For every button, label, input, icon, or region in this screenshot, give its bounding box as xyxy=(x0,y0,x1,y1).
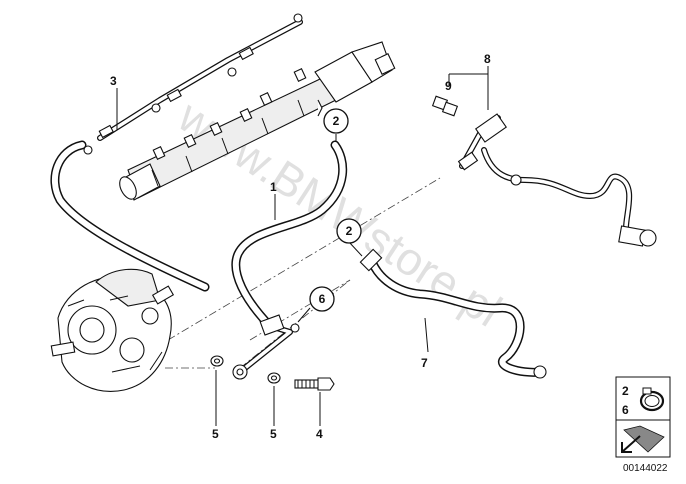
callout-6: 6 xyxy=(309,286,335,312)
leak-off-line-3 xyxy=(50,13,303,292)
callout-3: 3 xyxy=(110,74,117,88)
washer-5-right xyxy=(267,372,281,384)
callout-2-top: 2 xyxy=(323,108,349,134)
callout-1: 1 xyxy=(270,180,277,194)
high-pressure-pump xyxy=(50,268,175,392)
hollow-bolt-4 xyxy=(294,377,335,391)
callout-2-middle: 2 xyxy=(336,218,362,244)
legend-box: 2 6 xyxy=(615,376,671,458)
part-number: 00144022 xyxy=(623,463,668,474)
fitting-9 xyxy=(431,95,459,117)
callout-4: 4 xyxy=(316,427,323,441)
fuel-hose-1 xyxy=(231,140,348,380)
legend-number-2: 2 xyxy=(622,384,629,398)
fuel-rail xyxy=(119,41,396,201)
legend-number-6: 6 xyxy=(622,403,629,417)
svg-text:6: 6 xyxy=(319,292,326,306)
arrow-icon xyxy=(621,425,665,453)
callout-7: 7 xyxy=(421,356,428,370)
fuel-pipe-8 xyxy=(457,113,657,247)
svg-text:2: 2 xyxy=(346,224,353,238)
washer-5-left xyxy=(210,355,224,367)
callout-5-left: 5 xyxy=(212,427,219,441)
fuel-hose-7 xyxy=(359,248,547,379)
svg-text:2: 2 xyxy=(333,114,340,128)
rail-fittings xyxy=(152,68,307,160)
callout-8: 8 xyxy=(484,52,491,66)
leader-lines xyxy=(116,66,489,426)
hose-clamp-icon xyxy=(639,387,665,412)
callout-9: 9 xyxy=(445,79,452,93)
callout-5-right: 5 xyxy=(270,427,277,441)
